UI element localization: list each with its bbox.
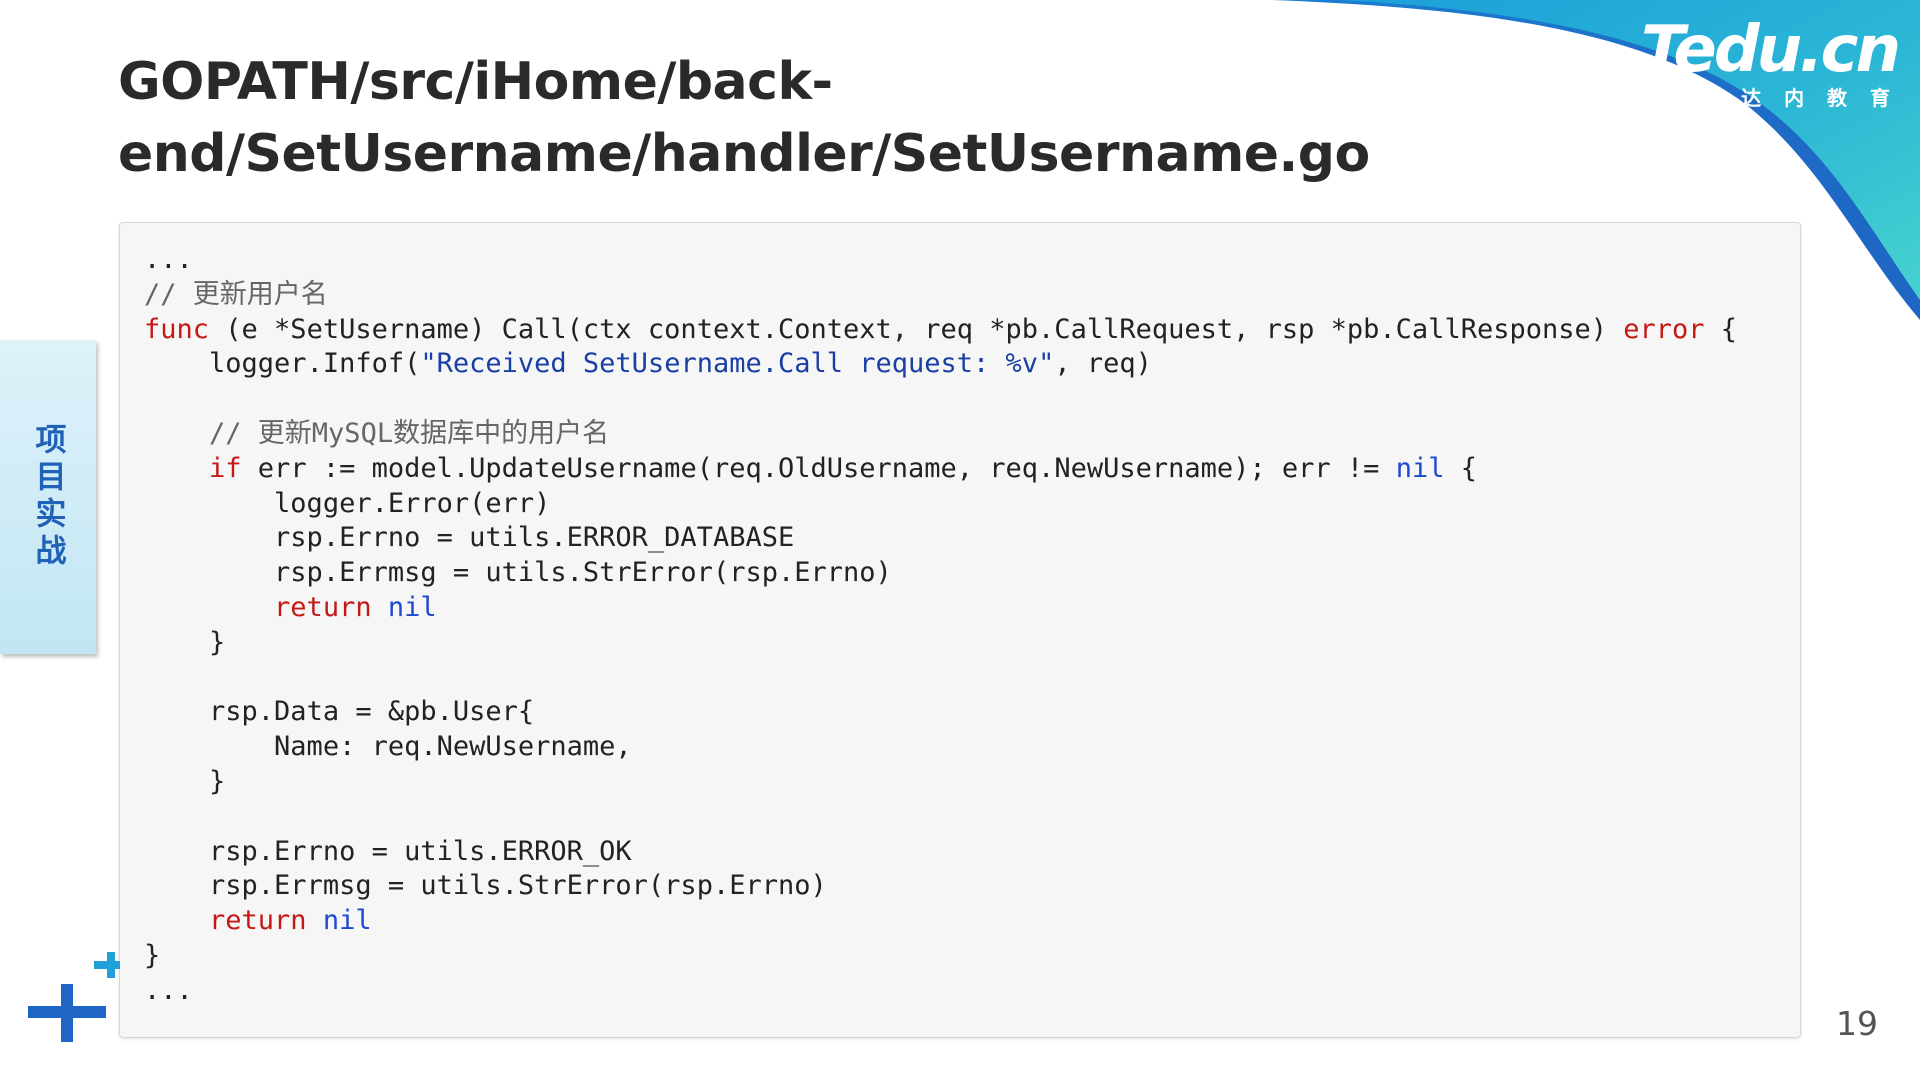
small-plus-icon — [94, 952, 120, 978]
code-token: , req) — [1054, 348, 1152, 380]
code-line — [144, 661, 1737, 696]
code-token: if — [209, 452, 242, 484]
code-line: rsp.Errmsg = utils.StrError(rsp.Errno) — [144, 869, 1737, 904]
code-token: rsp.Errno = utils.ERROR_DATABASE — [274, 522, 795, 554]
code-token: (e *SetUsername) Call(ctx context.Contex… — [209, 313, 1624, 345]
code-token — [372, 592, 388, 623]
code-line — [144, 800, 1737, 835]
section-side-tab: 项目实战 — [0, 340, 96, 654]
code-token: rsp.Errmsg = utils.StrError(rsp.Errno) — [209, 870, 827, 902]
code-line: return nil — [144, 591, 1737, 626]
code-line: rsp.Errno = utils.ERROR_DATABASE — [144, 521, 1737, 556]
code-line: Name: req.NewUsername, — [144, 730, 1737, 765]
code-line: // 更新MySQL数据库中的用户名 — [144, 417, 1737, 452]
code-token: return — [209, 905, 307, 937]
code-line: rsp.Errmsg = utils.StrError(rsp.Errno) — [144, 556, 1737, 591]
code-token: logger.Error(err) — [274, 487, 551, 519]
code-token: rsp.Errmsg = utils.StrError(rsp.Errno) — [274, 557, 892, 589]
code-line: ... — [144, 974, 1737, 1009]
code-line: } — [144, 765, 1737, 800]
code-token: ... — [144, 244, 193, 275]
code-token: error — [1623, 313, 1705, 345]
code-token: nil — [387, 591, 437, 623]
tedu-logo: Tedu.cn 达 内 教 育 — [1641, 13, 1901, 112]
code-line: logger.Infof("Received SetUsername.Call … — [144, 347, 1737, 382]
code-token: // 更新用户名 — [144, 278, 328, 310]
logo-text: Tedu.cn — [1641, 13, 1901, 87]
code-line: rsp.Errno = utils.ERROR_OK — [144, 835, 1737, 870]
code-token: } — [209, 626, 226, 658]
code-token: // 更新MySQL数据库中的用户名 — [209, 417, 610, 449]
code-token: } — [144, 939, 161, 971]
code-token — [307, 905, 323, 936]
code-line: } — [144, 626, 1737, 661]
code-line — [144, 382, 1737, 417]
code-line: return nil — [144, 904, 1737, 939]
code-token: nil — [322, 905, 372, 937]
code-line: ... — [144, 243, 1737, 278]
code-line: func (e *SetUsername) Call(ctx context.C… — [144, 313, 1737, 348]
code-token: Name: req.NewUsername, — [274, 731, 632, 763]
code-token: rsp.Data = &pb.User{ — [209, 696, 535, 728]
slide-title: GOPATH/src/iHome/back-end/SetUsername/ha… — [118, 52, 1370, 184]
code-token: { — [1704, 313, 1738, 345]
code-token: logger.Infof( — [209, 348, 421, 380]
side-tab-label: 项目实战 — [29, 423, 66, 571]
code-line: rsp.Data = &pb.User{ — [144, 695, 1737, 730]
code-line: logger.Error(err) — [144, 487, 1737, 522]
code-token: func — [144, 313, 210, 345]
code-token: nil — [1395, 452, 1445, 484]
code-token: err := model.UpdateUsername(req.OldUsern… — [241, 452, 1396, 484]
code-token: rsp.Errno = utils.ERROR_OK — [209, 835, 632, 867]
code-token: ... — [144, 974, 193, 1006]
code-line: if err := model.UpdateUsername(req.OldUs… — [144, 452, 1737, 487]
code-token: } — [209, 765, 226, 797]
large-plus-icon — [28, 984, 106, 1042]
code-line: } — [144, 939, 1737, 974]
code-line: // 更新用户名 — [144, 278, 1737, 313]
page-number: 19 — [1836, 1004, 1878, 1043]
code-token: "Received SetUsername.Call request: %v" — [420, 348, 1055, 380]
code-token: return — [274, 591, 372, 623]
code-token: { — [1444, 452, 1477, 484]
logo-subtitle: 达 内 教 育 — [1741, 86, 1898, 110]
